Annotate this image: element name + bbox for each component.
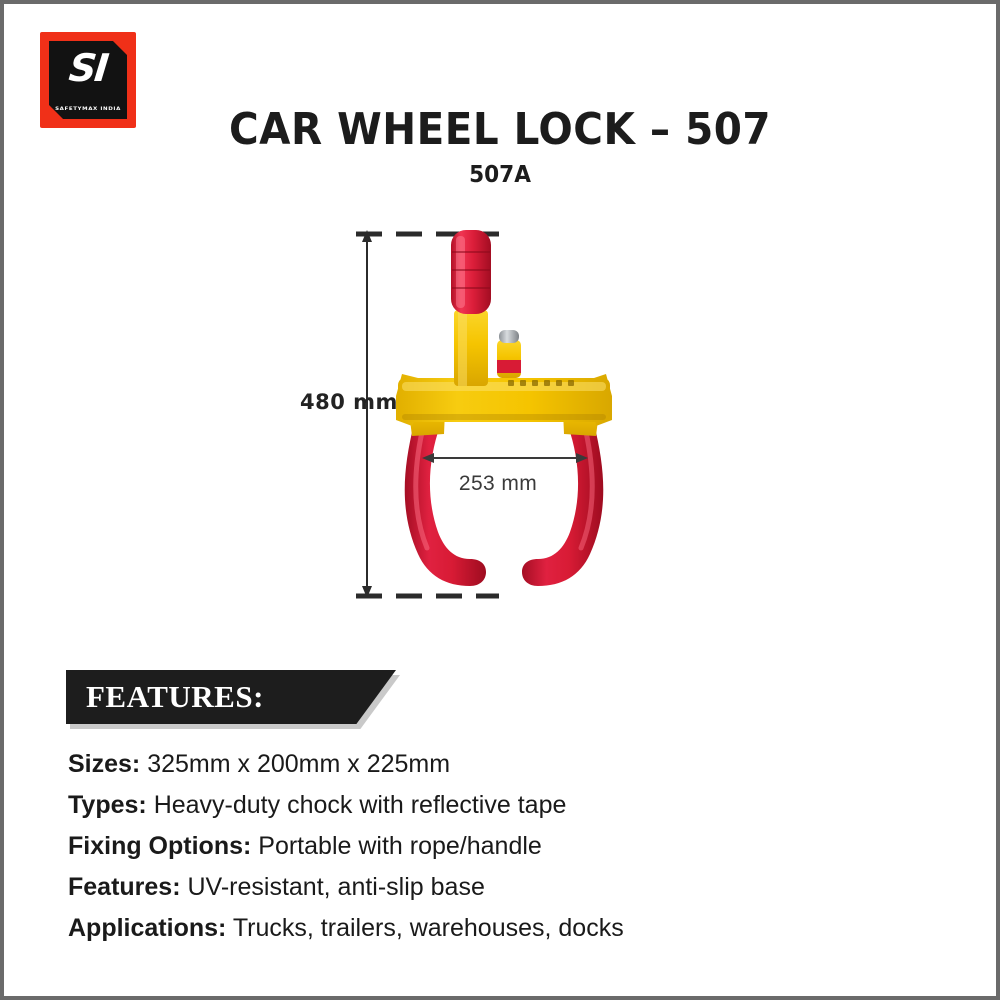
page-title: CAR WHEEL LOCK – 507	[229, 104, 771, 155]
features-banner: FEATURES:	[66, 670, 400, 729]
feature-key: Applications:	[68, 914, 227, 942]
list-item: Features: UV-resistant, anti-slip base	[68, 867, 948, 908]
feature-value: Trucks, trailers, warehouses, docks	[232, 914, 624, 942]
features-list: Sizes: 325mm x 200mm x 225mm Types: Heav…	[68, 744, 948, 949]
features-banner-label: FEATURES:	[86, 679, 264, 714]
feature-value: UV-resistant, anti-slip base	[187, 873, 485, 901]
feature-value: Heavy-duty chock with reflective tape	[153, 791, 567, 819]
ratchet-notches	[508, 380, 574, 386]
list-item: Types: Heavy-duty chock with reflective …	[68, 785, 948, 826]
feature-value: Portable with rope/handle	[258, 832, 542, 860]
feature-key: Sizes:	[68, 750, 141, 778]
handle-grip	[451, 230, 491, 314]
logo-tagline: SAFETYMAX INDIA	[55, 106, 121, 112]
feature-key: Fixing Options:	[68, 832, 252, 860]
feature-key: Features:	[68, 873, 181, 901]
logo-black-shape	[49, 41, 127, 119]
height-dimension-line	[356, 230, 499, 599]
product-image	[294, 214, 714, 624]
list-item: Fixing Options: Portable with rope/handl…	[68, 826, 948, 867]
height-dimension-label: 480 mm	[300, 390, 398, 414]
features-banner-shape	[66, 670, 396, 724]
logo-monogram: SI	[66, 46, 110, 90]
width-dimension-label: 253 mm	[458, 472, 538, 495]
company-logo: SI SAFETYMAX INDIA	[40, 32, 136, 128]
feature-key: Types:	[68, 791, 147, 819]
list-item: Sizes: 325mm x 200mm x 225mm	[68, 744, 948, 785]
feature-value: 325mm x 200mm x 225mm	[147, 750, 451, 778]
page-subtitle: 507A	[469, 162, 531, 188]
lock-cylinder	[497, 330, 521, 378]
list-item: Applications: Trucks, trailers, warehous…	[68, 908, 948, 949]
width-dimension-line	[422, 453, 588, 463]
